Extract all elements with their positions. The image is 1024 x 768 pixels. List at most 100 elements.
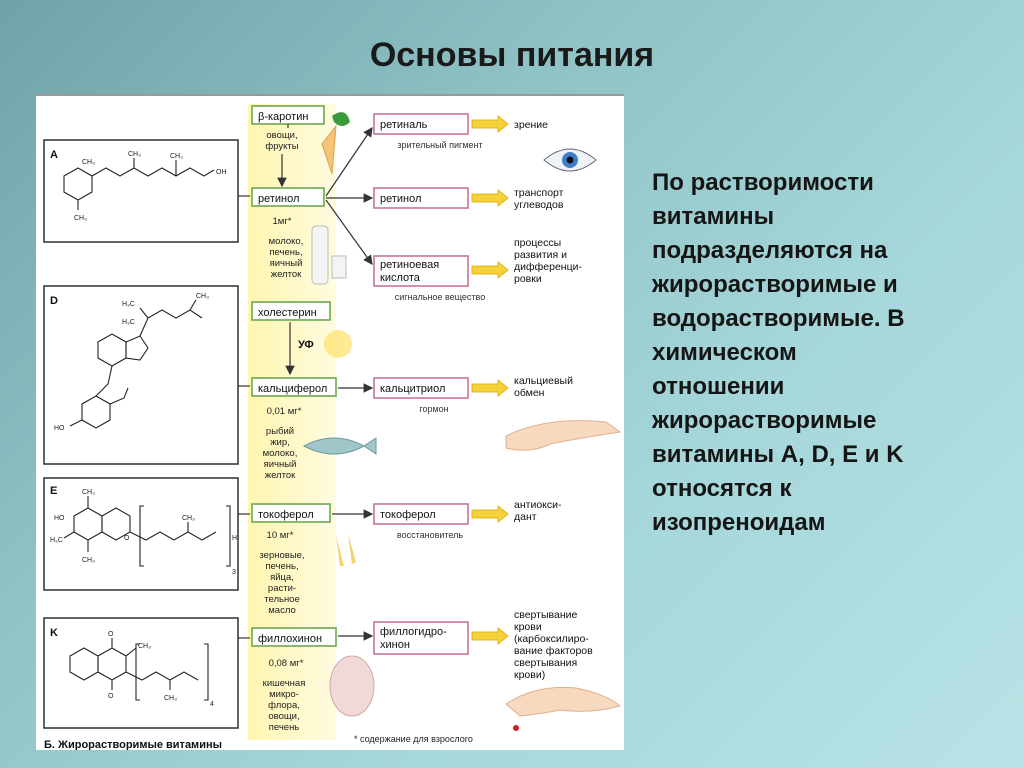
cholesterol-label: холестерин: [258, 307, 317, 319]
tocopherol-label: токоферол: [258, 509, 314, 521]
processes-label-4: ровки: [514, 273, 542, 285]
phyllohydroquinone-label-2: хинон: [380, 639, 410, 651]
calcitriol-label: кальцитриол: [380, 383, 445, 395]
e-ho-label: HO: [54, 515, 65, 522]
coagulation-label-6: крови): [514, 669, 545, 681]
retinol-label: ретинол: [258, 193, 299, 205]
letter-a: A: [50, 149, 58, 161]
tocopherol-source-5: тельное: [264, 594, 300, 605]
cholesterol-box: [251, 301, 331, 321]
phylloquinone-source-5: печень: [269, 722, 300, 733]
e-ch3-label-2: CH₃: [82, 557, 95, 564]
retinol-source-4: желток: [271, 269, 302, 280]
a-ch3-label: CH₃: [82, 159, 95, 166]
d-ch3-label: CH₃: [196, 293, 209, 300]
milk-glass-icon: [331, 255, 347, 279]
phyllohydroquinone-box: [373, 621, 469, 655]
k-sub4-label: 4: [210, 701, 214, 708]
antioxidant-label-1: антиокси-: [514, 499, 562, 511]
coagulation-label-5: свертывания: [514, 657, 577, 669]
milk-bottle-icon: [311, 225, 329, 285]
reducer-note: восстановитель: [397, 530, 463, 540]
slide-title: Основы питания: [369, 36, 655, 74]
coagulation-label-4: вание факторов: [514, 645, 593, 657]
retinal-label: ретиналь: [380, 119, 428, 131]
beta-carotene-label: β-каротин: [258, 111, 308, 123]
retinol-to-retinoic-arrow: [325, 199, 373, 265]
body-line: витамины A, D, E и K: [652, 441, 904, 468]
retinol-source-2: печень,: [269, 247, 302, 258]
structure-box-d: [43, 285, 239, 465]
calciferol-box: [251, 377, 337, 397]
coagulation-label-2: крови: [514, 621, 542, 633]
calcium-label-1: кальциевый: [514, 375, 573, 387]
grain-icon: [336, 534, 356, 566]
body-line: водорастворимые. В: [652, 305, 905, 332]
retinal-note: зрительный пигмент: [397, 140, 482, 150]
calcitriol-box: [373, 377, 469, 399]
carrot-leaves-icon: [332, 112, 350, 126]
body-line: относятся к: [652, 475, 792, 502]
calciferol-source-5: желток: [265, 470, 296, 481]
carrot-icon: [321, 124, 337, 175]
calciferol-dose: 0,01 мг*: [267, 406, 302, 417]
coagulation-label-1: свертывание: [514, 609, 577, 621]
body-line: подразделяются на: [652, 237, 888, 264]
calciferol-label: кальциферол: [258, 383, 327, 395]
d-ho-label: HO: [54, 425, 65, 432]
tocopherol-box: [251, 503, 331, 523]
retinoic-box: [373, 255, 469, 287]
calciferol-source-3: молоко,: [263, 448, 298, 459]
phylloquinone-source-1: кишечная: [263, 678, 306, 689]
structure-box-a: [43, 139, 239, 243]
letter-k: K: [50, 627, 58, 639]
antioxidant-label-2: дант: [514, 511, 537, 523]
tocopherol-dose: 10 мг*: [267, 530, 294, 541]
e-o-label: O: [124, 535, 130, 542]
vision-label: зрение: [514, 119, 548, 131]
beta-source-1: овощи,: [266, 130, 297, 141]
calcium-label-2: обмен: [514, 387, 545, 399]
calciferol-source-1: рыбий: [266, 426, 294, 437]
body-line: жирорастворимые: [652, 407, 877, 434]
body-line: химическом: [652, 339, 797, 366]
e-ch3-label-3: CH₃: [182, 515, 195, 522]
retinol-structure: [63, 158, 215, 210]
tocopherol-product-box: [373, 503, 469, 525]
transport-arrow: [471, 189, 509, 207]
tocopherol-product-label: токоферол: [380, 509, 436, 521]
antioxidant-arrow: [471, 505, 509, 523]
body-line: изопреноидам: [652, 509, 826, 536]
phyllohydroquinone-label-1: филлогидро-: [380, 626, 447, 638]
tocopherol-source-1: зерновые,: [259, 550, 304, 561]
retinoic-label-1: ретиноевая: [380, 259, 439, 271]
k-o-label-2: O: [108, 693, 114, 700]
k-o-label: O: [108, 631, 114, 638]
body-line: витамины: [652, 203, 775, 230]
a-ch3-label-3: CH₃: [170, 153, 183, 160]
d-h3c-label: H₃C: [122, 301, 135, 308]
retinol-dose: 1мг*: [273, 216, 292, 227]
phylloquinone-label: филлохинон: [258, 633, 322, 645]
uv-label: УФ: [298, 339, 314, 351]
intestine-icon: [329, 655, 375, 717]
body-line: жирорастворимые и: [652, 271, 898, 298]
processes-label-3: дифференци-: [514, 261, 582, 273]
hand-bones-icon: [505, 420, 622, 451]
tocopherol-source-6: масло: [268, 605, 296, 616]
hand-icon: [505, 686, 622, 717]
phylloquinone-box: [251, 627, 337, 647]
calcium-arrow: [471, 379, 509, 397]
retinol-box: [251, 187, 325, 207]
retinoic-label-2: кислота: [380, 272, 421, 284]
body-line: отношении: [652, 373, 785, 400]
retinol-source-1: молоко,: [269, 236, 304, 247]
vitamins-diagram: A D E K CH₃ CH₃ CH₃ OH CH₃ H₃C H₃C CH: [43, 104, 622, 751]
e-sub3-label: 3: [232, 569, 236, 576]
k-ch3-label: CH₃: [138, 643, 151, 650]
coagulation-arrow: [471, 627, 509, 645]
structure-box-e: [43, 477, 239, 591]
processes-label-2: развития и: [514, 249, 567, 261]
vision-arrow: [471, 115, 509, 133]
letter-e: E: [50, 485, 57, 497]
